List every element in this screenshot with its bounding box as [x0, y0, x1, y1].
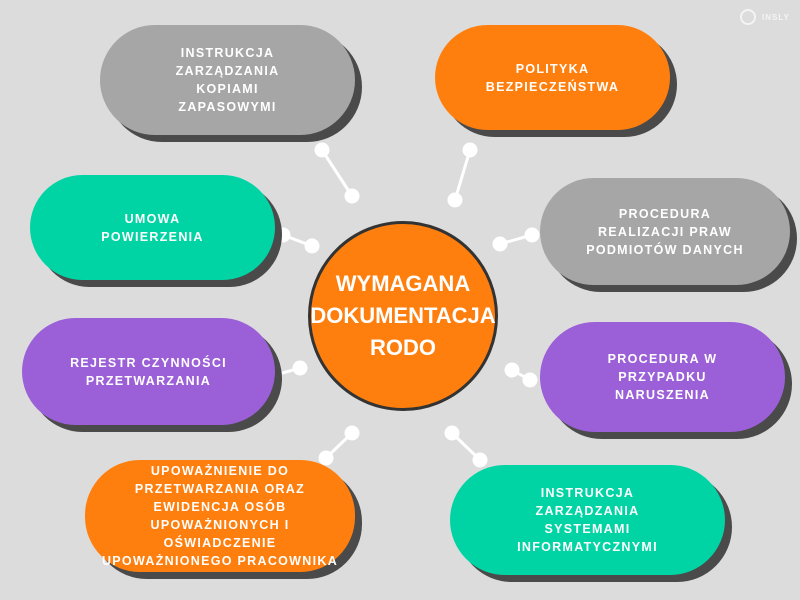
node-it-systems-instruction: INSTRUKCJA ZARZĄDZANIA SYSTEMAMI INFORMA…: [450, 465, 725, 575]
node-authorization: UPOWAŻNIENIE DO PRZETWARZANIA ORAZ EWIDE…: [85, 460, 355, 572]
logo-text: INSLY: [762, 12, 790, 22]
node-processing-register: REJESTR CZYNNOŚCI PRZETWARZANIA: [22, 318, 275, 425]
insly-logo: INSLY: [740, 9, 790, 25]
node-data-subject-rights-procedure: PROCEDURA REALIZACJI PRAW PODMIOTÓW DANY…: [540, 178, 790, 285]
node-security-policy: POLITYKA BEZPIECZEŃSTWA: [435, 25, 670, 130]
node-entrustment-agreement: UMOWA POWIERZENIA: [30, 175, 275, 280]
node-backup-instruction: INSTRUKCJA ZARZĄDZANIA KOPIAMI ZAPASOWYM…: [100, 25, 355, 135]
node-breach-procedure: PROCEDURA W PRZYPADKU NARUSZENIA: [540, 322, 785, 432]
center-title: WYMAGANA DOKUMENTACJA RODO: [308, 221, 498, 411]
logo-icon: [740, 9, 756, 25]
